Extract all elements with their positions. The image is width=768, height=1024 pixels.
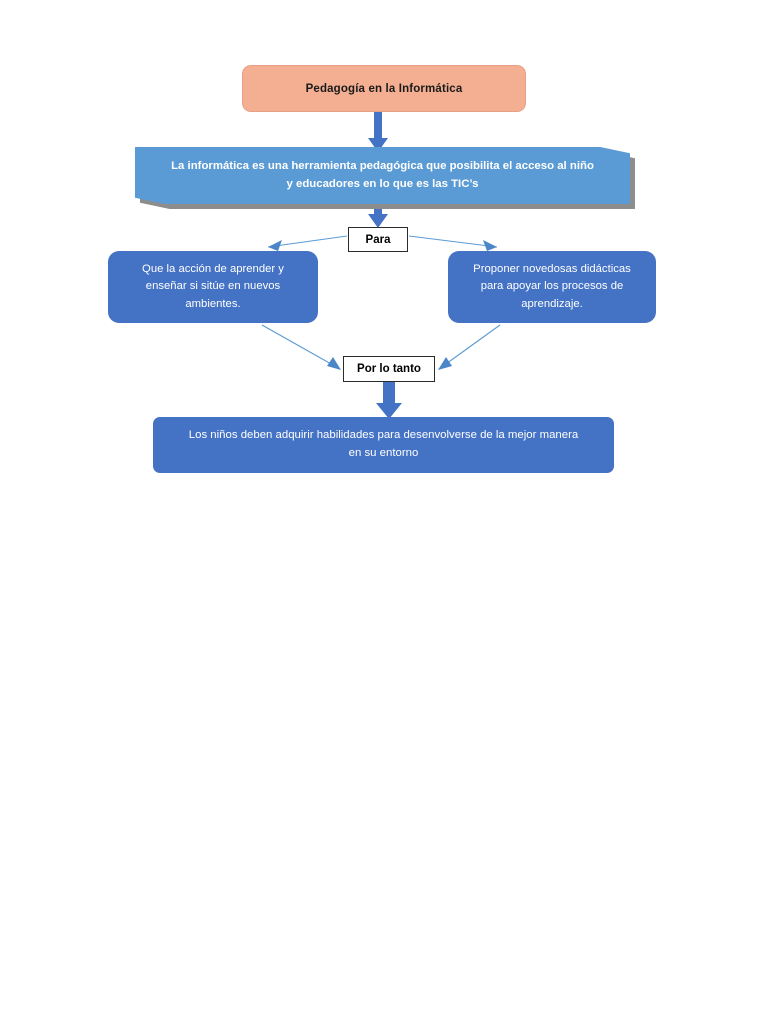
arrow-right-branch-to-porlotanto xyxy=(438,324,501,370)
node-branch-right[interactable]: Proponer novedosas didácticas para apoya… xyxy=(448,251,656,323)
connector-label-por-lo-tanto-text: Por lo tanto xyxy=(357,363,421,375)
connector-label-para[interactable]: Para xyxy=(348,227,408,252)
arrow-title-to-banner xyxy=(368,112,388,152)
arrow-banner-to-para xyxy=(368,200,388,228)
arrow-left-branch-to-porlotanto xyxy=(261,324,341,370)
node-branch-right-label: Proponer novedosas didácticas para apoya… xyxy=(473,262,631,310)
node-conclusion-label: Los niños deben adquirir habilidades par… xyxy=(188,429,579,459)
node-branch-left-label: Que la acción de aprender y enseñar si s… xyxy=(142,262,284,310)
node-branch-left[interactable]: Que la acción de aprender y enseñar si s… xyxy=(108,251,318,323)
connector-label-por-lo-tanto[interactable]: Por lo tanto xyxy=(343,356,435,382)
arrow-para-to-left-branch xyxy=(267,235,348,251)
connector-label-para-text: Para xyxy=(365,233,391,246)
arrow-para-to-right-branch xyxy=(408,235,498,251)
node-conclusion[interactable]: Los niños deben adquirir habilidades par… xyxy=(153,417,614,473)
node-banner-definition[interactable]: La informática es una herramienta pedagó… xyxy=(135,147,630,204)
node-title-label: Pedagogía en la Informática xyxy=(305,82,463,95)
arrow-porlotanto-to-conclusion xyxy=(376,382,402,419)
node-title-pedagogia[interactable]: Pedagogía en la Informática xyxy=(242,65,526,112)
node-banner-label: La informática es una herramienta pedagó… xyxy=(171,159,594,190)
